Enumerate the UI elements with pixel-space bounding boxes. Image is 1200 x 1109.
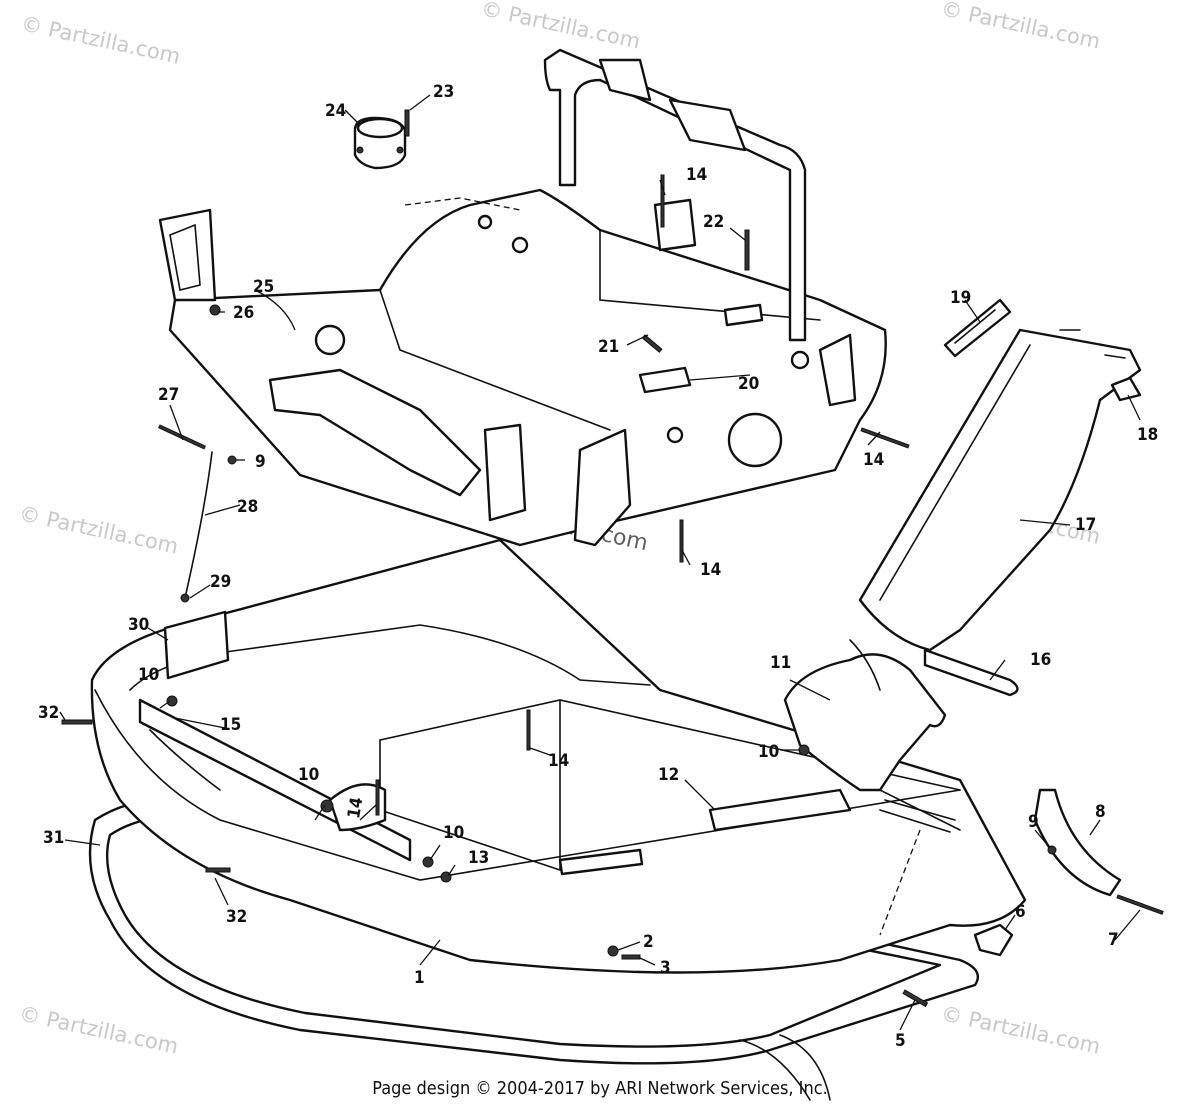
leader-lines — [59, 94, 1141, 1031]
callout-29[interactable]: 29 — [210, 572, 231, 592]
callout-1[interactable]: 1 — [414, 968, 425, 988]
callout-3[interactable]: 3 — [660, 958, 671, 978]
callout-14[interactable]: 14 — [863, 450, 884, 470]
watermark: © Partzilla.com — [19, 11, 183, 68]
callout-32[interactable]: 32 — [38, 703, 59, 723]
bolt-22[interactable] — [744, 229, 750, 271]
callout-15[interactable]: 15 — [220, 715, 241, 735]
callout-10[interactable]: 10 — [758, 742, 779, 762]
watermark: © Partzilla.com — [479, 0, 643, 54]
callout-14[interactable]: 14 — [548, 751, 569, 771]
callout-31[interactable]: 31 — [43, 828, 64, 848]
watermark: © Partzilla.com — [17, 1001, 181, 1058]
callout-24[interactable]: 24 — [325, 101, 346, 121]
hitch-part[interactable] — [973, 923, 1014, 957]
callout-32[interactable]: 32 — [226, 907, 247, 927]
callout-5[interactable]: 5 — [895, 1031, 906, 1051]
nut-10b[interactable] — [320, 799, 334, 813]
callout-16[interactable]: 16 — [1030, 650, 1051, 670]
watermark: © Partzilla.com — [939, 1001, 1103, 1058]
rivet-14e[interactable] — [860, 427, 910, 449]
callout-labels: 1 2 3 5 6 7 8 9 9 10 10 10 10 11 12 13 1… — [38, 82, 1158, 1051]
callout-19[interactable]: 19 — [950, 288, 971, 308]
callout-14[interactable]: 14 — [700, 560, 721, 580]
bolt-3[interactable] — [621, 954, 641, 960]
copyright-notice: Page design © 2004-2017 by ARI Network S… — [372, 1078, 828, 1099]
rivet-14b[interactable] — [679, 519, 684, 563]
callout-17[interactable]: 17 — [1075, 515, 1096, 535]
chassis-frame-part[interactable] — [158, 48, 887, 547]
rivet-14d[interactable] — [375, 779, 380, 816]
callout-22[interactable]: 22 — [703, 212, 724, 232]
side-panel-part[interactable] — [328, 783, 852, 876]
callout-23[interactable]: 23 — [433, 82, 454, 102]
nut-10d[interactable] — [798, 744, 810, 756]
watermark: © Partzilla.com — [939, 0, 1103, 54]
gauge-part[interactable] — [353, 116, 407, 170]
callout-9[interactable]: 9 — [255, 452, 266, 472]
callout-18[interactable]: 18 — [1137, 425, 1158, 445]
callout-9[interactable]: 9 — [1028, 812, 1039, 832]
nut-10a[interactable] — [166, 695, 178, 707]
callout-21[interactable]: 21 — [598, 337, 619, 357]
callout-6[interactable]: 6 — [1015, 902, 1026, 922]
callout-28[interactable]: 28 — [237, 497, 258, 517]
bolt-32a[interactable] — [61, 719, 93, 725]
callout-25[interactable]: 25 — [253, 277, 274, 297]
tail-handle-part[interactable] — [923, 648, 1019, 697]
rivet-14c[interactable] — [526, 709, 531, 751]
bolt-32b[interactable] — [205, 867, 231, 873]
callout-11[interactable]: 11 — [770, 653, 791, 673]
callout-10[interactable]: 10 — [138, 665, 159, 685]
bracket-18-part[interactable] — [1110, 376, 1142, 402]
callout-26[interactable]: 26 — [233, 303, 254, 323]
nut-2[interactable] — [607, 945, 619, 957]
nut-26[interactable] — [209, 304, 221, 316]
callout-27[interactable]: 27 — [158, 385, 179, 405]
tunnel-part[interactable] — [858, 328, 1142, 652]
callout-8[interactable]: 8 — [1095, 802, 1106, 822]
cable-part[interactable] — [163, 451, 230, 680]
callout-10[interactable]: 10 — [443, 823, 464, 843]
rivet-14a[interactable] — [660, 174, 665, 228]
callout-13[interactable]: 13 — [468, 848, 489, 868]
bolt-5[interactable] — [902, 989, 929, 1008]
callout-7[interactable]: 7 — [1108, 930, 1119, 950]
heat-exchanger-part[interactable] — [783, 639, 961, 833]
callout-30[interactable]: 30 — [128, 615, 149, 635]
pin-7[interactable] — [1116, 894, 1164, 915]
bolt-23[interactable] — [404, 109, 410, 137]
callout-20[interactable]: 20 — [738, 374, 759, 394]
spring-bracket-part[interactable] — [1033, 788, 1122, 897]
callout-12[interactable]: 12 — [658, 765, 679, 785]
washer-9a[interactable] — [227, 455, 237, 465]
watermark: © Partzilla.com — [17, 501, 181, 558]
callout-2[interactable]: 2 — [643, 932, 654, 952]
callout-14[interactable]: 14 — [686, 165, 707, 185]
callout-14[interactable]: 14 — [344, 796, 367, 820]
decal-part[interactable] — [943, 298, 1012, 358]
callout-10[interactable]: 10 — [298, 765, 319, 785]
